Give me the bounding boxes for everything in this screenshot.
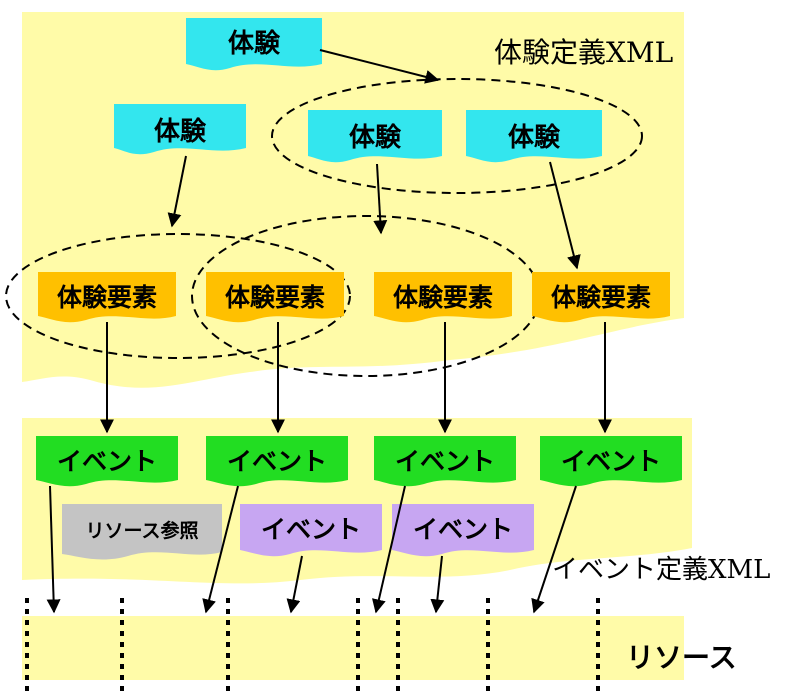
experience-label: 体験 (228, 29, 281, 59)
secondary-event-label: イベント (413, 515, 513, 544)
resource-label: リソース (626, 641, 737, 674)
event-node-4[interactable]: イベント (540, 436, 682, 487)
experience-element-node-1[interactable]: 体験要素 (38, 272, 176, 323)
experience-xml-label: 体験定義XML (494, 36, 673, 69)
experience-label: 体験 (508, 123, 561, 153)
resource-reference-label: リソース参照 (85, 519, 198, 542)
arrow (549, 161, 581, 270)
experience-element-node-3[interactable]: 体験要素 (374, 272, 512, 323)
event-xml-label: イベント定義XML (552, 555, 770, 585)
event-node-3[interactable]: イベント (374, 436, 516, 487)
secondary-event-node-1[interactable]: イベント (240, 504, 382, 557)
arrow (531, 485, 577, 614)
arrow (430, 555, 445, 614)
resource-reference-node[interactable]: リソース参照 (62, 504, 222, 560)
secondary-event-node-2[interactable]: イベント (392, 504, 534, 557)
experience-node-2[interactable]: 体験 (114, 104, 246, 155)
experience-label: 体験 (349, 123, 402, 153)
secondary-event-label: イベント (261, 515, 361, 544)
arrow (202, 485, 239, 614)
experience-element-label: 体験要素 (393, 283, 493, 312)
arrow (286, 555, 303, 614)
experience-group-ellipse (271, 78, 643, 194)
experience-node-3[interactable]: 体験 (308, 110, 442, 163)
event-label: イベント (561, 447, 661, 476)
experience-element-label: 体験要素 (225, 283, 325, 312)
arrow (373, 163, 388, 235)
event-label: イベント (395, 447, 495, 476)
experience-element-node-2[interactable]: 体験要素 (206, 272, 344, 323)
arrow (319, 49, 440, 84)
experience-label: 体験 (154, 117, 207, 147)
arrow (372, 485, 406, 614)
element-group-ellipse-left (5, 233, 351, 359)
event-label: イベント (227, 447, 327, 476)
arrow (167, 155, 187, 228)
event-node-1[interactable]: イベント (36, 436, 178, 487)
event-node-2[interactable]: イベント (206, 436, 348, 487)
experience-element-node-4[interactable]: 体験要素 (532, 272, 670, 323)
experience-node-1[interactable]: 体験 (186, 18, 322, 71)
arrow (46, 485, 61, 614)
resource-band (22, 616, 684, 680)
experience-node-4[interactable]: 体験 (466, 110, 602, 163)
experience-element-label: 体験要素 (551, 283, 651, 312)
event-label: イベント (57, 447, 157, 476)
experience-element-label: 体験要素 (57, 283, 157, 312)
